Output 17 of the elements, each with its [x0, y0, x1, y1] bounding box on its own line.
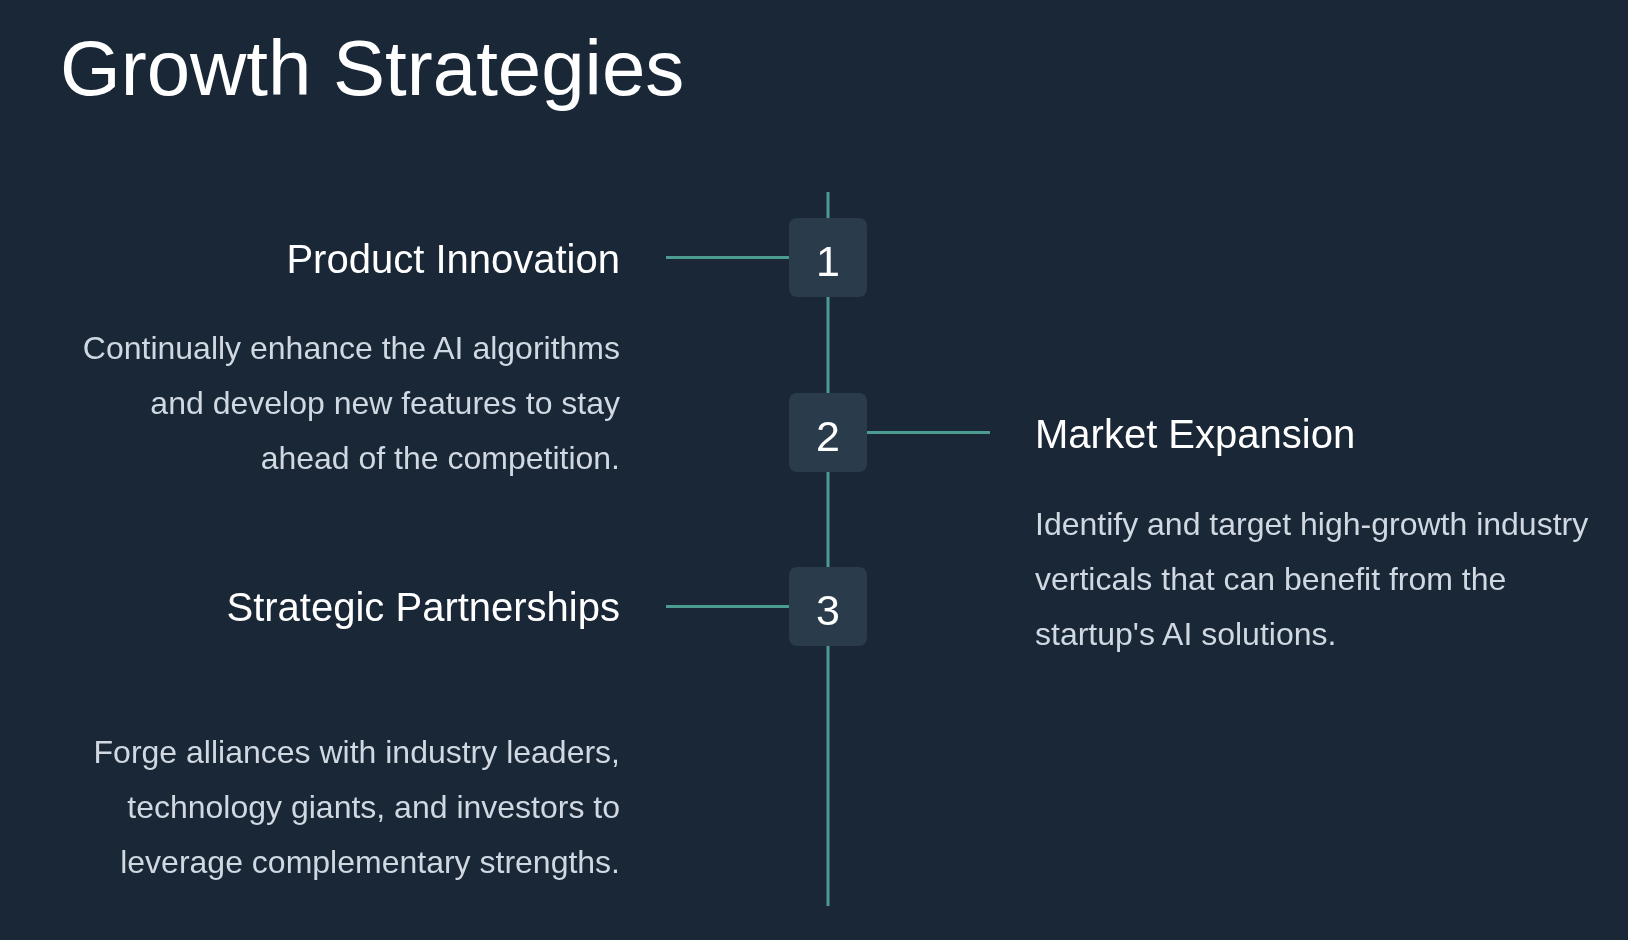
- timeline-line: [826, 192, 830, 218]
- connector-line: [867, 431, 990, 434]
- strategy-description: Identify and target high-growth industry verticals that can benefit from the startup's AI solutions.: [1035, 505, 1590, 654]
- strategy-heading: Strategic Partnerships: [226, 584, 620, 631]
- strategy-description: Continually enhance the AI algorithms and develop new features to stay ahead of the competition.: [81, 329, 620, 478]
- strategy-heading: Product Innovation: [286, 236, 620, 283]
- step-number-tile: 3: [789, 567, 867, 646]
- step-number-tile: 1: [789, 218, 867, 297]
- timeline-line: [826, 472, 830, 567]
- timeline-line: [826, 297, 830, 393]
- connector-line: [666, 605, 789, 608]
- strategy-heading: Market Expansion: [1035, 411, 1356, 458]
- slide-title: Growth Strategies: [60, 23, 685, 113]
- connector-line: [666, 256, 789, 259]
- strategy-description: Forge alliances with industry leaders, technology giants, and investors to leverage complementary strengths.: [92, 733, 620, 882]
- step-number-tile: 2: [789, 393, 867, 472]
- timeline-line: [826, 646, 830, 906]
